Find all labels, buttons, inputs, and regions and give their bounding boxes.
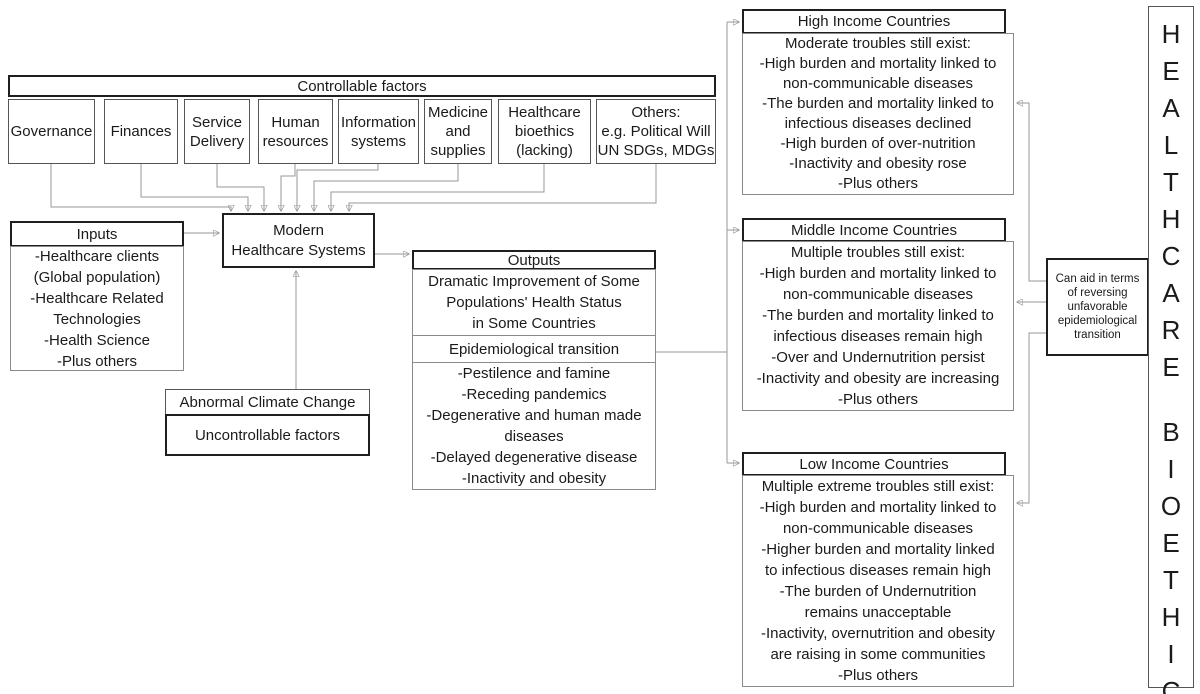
factor-box-service-delivery: Service Delivery (184, 99, 250, 164)
factor-box-medicine-supplies: Medicine and supplies (424, 99, 492, 164)
connector-service-delivery (216, 164, 264, 211)
strip-word-healthcare: HEALTHCARE (1156, 19, 1186, 390)
middle-income-header: Middle Income Countries (742, 218, 1006, 242)
factor-box-human-resources: Human resources (258, 99, 333, 164)
high-income-body: Moderate troubles still exist: -High bur… (742, 33, 1014, 195)
inputs-body: -Healthcare clients (Global population) … (10, 246, 184, 371)
strip-word-bioethics: BIOETHICS (1156, 417, 1186, 694)
factor-box-governance: Governance (8, 99, 95, 164)
inputs-header: Inputs (10, 221, 184, 247)
connector-aid-to-high (1017, 103, 1046, 282)
abnormal-climate-change-box: Abnormal Climate Change (165, 389, 370, 415)
connector-others (349, 164, 657, 211)
connector-healthcare-bioethics (331, 164, 545, 211)
low-income-body: Multiple extreme troubles still exist: -… (742, 475, 1014, 687)
connector-governance (50, 164, 231, 211)
factor-box-finances: Finances (104, 99, 178, 164)
modern-healthcare-systems-box: Modern Healthcare Systems (222, 213, 375, 268)
factor-box-information-systems: Information systems (338, 99, 419, 164)
factor-box-others: Others: e.g. Political Will UN SDGs, MDG… (596, 99, 716, 164)
outputs-improvement-box: Dramatic Improvement of Some Populations… (412, 269, 656, 336)
outputs-header: Outputs (412, 250, 656, 270)
connector-human-resources (281, 164, 296, 211)
uncontrollable-factors-box: Uncontrollable factors (165, 414, 370, 456)
connector-medicine-supplies (314, 164, 459, 211)
low-income-header: Low Income Countries (742, 452, 1006, 476)
bioethics-aid-box: Can aid in terms of reversing unfavorabl… (1046, 258, 1149, 356)
healthcare-bioethics-strip: HEALTHCARE BIOETHICS (1148, 6, 1194, 694)
transition-stages-box: -Pestilence and famine -Receding pandemi… (412, 362, 656, 490)
connector-finances (140, 164, 248, 211)
high-income-header: High Income Countries (742, 9, 1006, 34)
factor-box-healthcare-bioethics: Healthcare bioethics (lacking) (498, 99, 591, 164)
epidemiological-transition-box: Epidemiological transition (412, 335, 656, 363)
middle-income-body: Multiple troubles still exist: -High bur… (742, 241, 1014, 411)
connector-information-systems (297, 164, 379, 211)
connector-aid-to-low (1017, 332, 1046, 503)
controllable-factors-header: Controllable factors (8, 75, 716, 97)
